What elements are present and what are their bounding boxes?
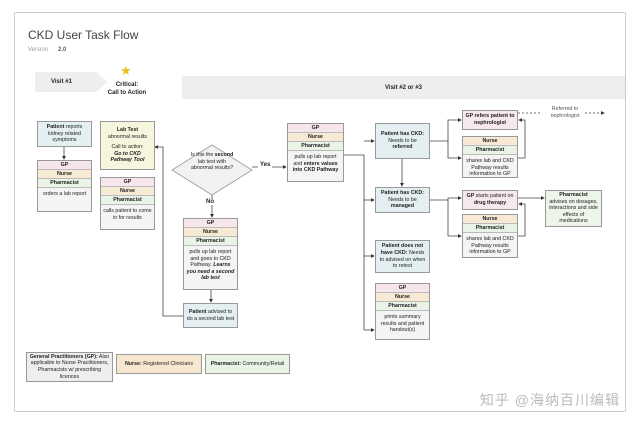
- role-pharmacist: Pharmacist: [184, 237, 237, 246]
- role-nurse: Nurse: [463, 137, 517, 146]
- gp-starts-node: GP starts patient on drug therapy: [462, 190, 518, 210]
- trunk: [344, 154, 365, 330]
- card-body: pulls up lab report and enters values in…: [292, 154, 339, 174]
- decision-text: Is this the second lab test with abnorma…: [190, 152, 234, 172]
- patient-advised-node: Patient advised to do a second lab test: [183, 303, 238, 328]
- card-body: shares lab and CKD Pathway results infor…: [466, 236, 514, 256]
- version: Version 2.0: [28, 47, 66, 53]
- card-body: orders a lab report: [42, 191, 87, 197]
- gp-refers-node: GP refers patient to nephrologist: [462, 110, 518, 130]
- role-nurse: Nurse: [184, 228, 237, 237]
- role-pharmacist: Pharmacist: [101, 196, 154, 205]
- role-pharmacist: Pharmacist: [288, 142, 343, 151]
- ckd-managed-node: Patient has CKD: Needs to be managed: [375, 187, 430, 213]
- role-nurse: Nurse: [288, 133, 343, 142]
- card-body: calls patient to come in for results: [103, 208, 152, 221]
- role-nurse: Nurse: [38, 170, 91, 179]
- version-label: Version: [28, 47, 49, 53]
- yes-label: Yes: [258, 162, 273, 168]
- legend-nurse: Nurse: Registered Clinicians: [116, 354, 202, 374]
- legend-gp: General Practitioners (GP): Also applica…: [26, 352, 113, 382]
- arrow-loop: [154, 145, 183, 317]
- card-body: shares lab and CKD Pathway results infor…: [466, 158, 514, 178]
- role-gp: GP: [184, 219, 237, 228]
- no-ckd-node: Patient does not have CKD: Needs to advi…: [375, 240, 430, 273]
- card-body: prints summary results and patient hando…: [380, 314, 425, 334]
- role-gp: GP: [38, 161, 91, 170]
- decision-diamond: [171, 144, 253, 196]
- card-body: pulls up lab report and goes to CKD Path…: [186, 249, 235, 282]
- page-title: CKD User Task Flow: [28, 28, 139, 42]
- star-icon: ★: [120, 63, 132, 78]
- critical-line2: Call to Action: [107, 90, 147, 96]
- critical-label: Critical: Call to Action: [104, 81, 150, 97]
- role-nurse: Nurse: [376, 293, 429, 302]
- watermark: 知乎 @海纳百川编辑: [479, 392, 620, 408]
- role-pharmacist: Pharmacist: [463, 224, 517, 233]
- role-gp: GP: [101, 178, 154, 187]
- role-gp: GP: [288, 124, 343, 133]
- version-value: 2.0: [58, 47, 67, 53]
- ckd-referred-node: Patient has CKD: Needs to be referred: [375, 123, 430, 159]
- role-gp: GP: [376, 284, 429, 293]
- legend-pharmacist: Pharmacist: Community/Retail: [205, 354, 290, 374]
- referred-note: Referred to nephrologist: [550, 106, 580, 119]
- patient-symptoms-node: Patient reports kidney related symptoms: [37, 121, 92, 147]
- role-pharmacist: Pharmacist: [376, 302, 429, 311]
- no-label: No: [206, 199, 214, 205]
- role-pharmacist: Pharmacist: [463, 146, 517, 155]
- role-pharmacist: Pharmacist: [38, 179, 91, 188]
- phase-visit-1: Visit #1: [35, 72, 107, 92]
- role-nurse: Nurse: [463, 215, 517, 224]
- role-nurse: Nurse: [101, 187, 154, 196]
- critical-line1: Critical:: [115, 82, 139, 88]
- phase-visit-2-3: Visit #2 or #3: [182, 76, 625, 99]
